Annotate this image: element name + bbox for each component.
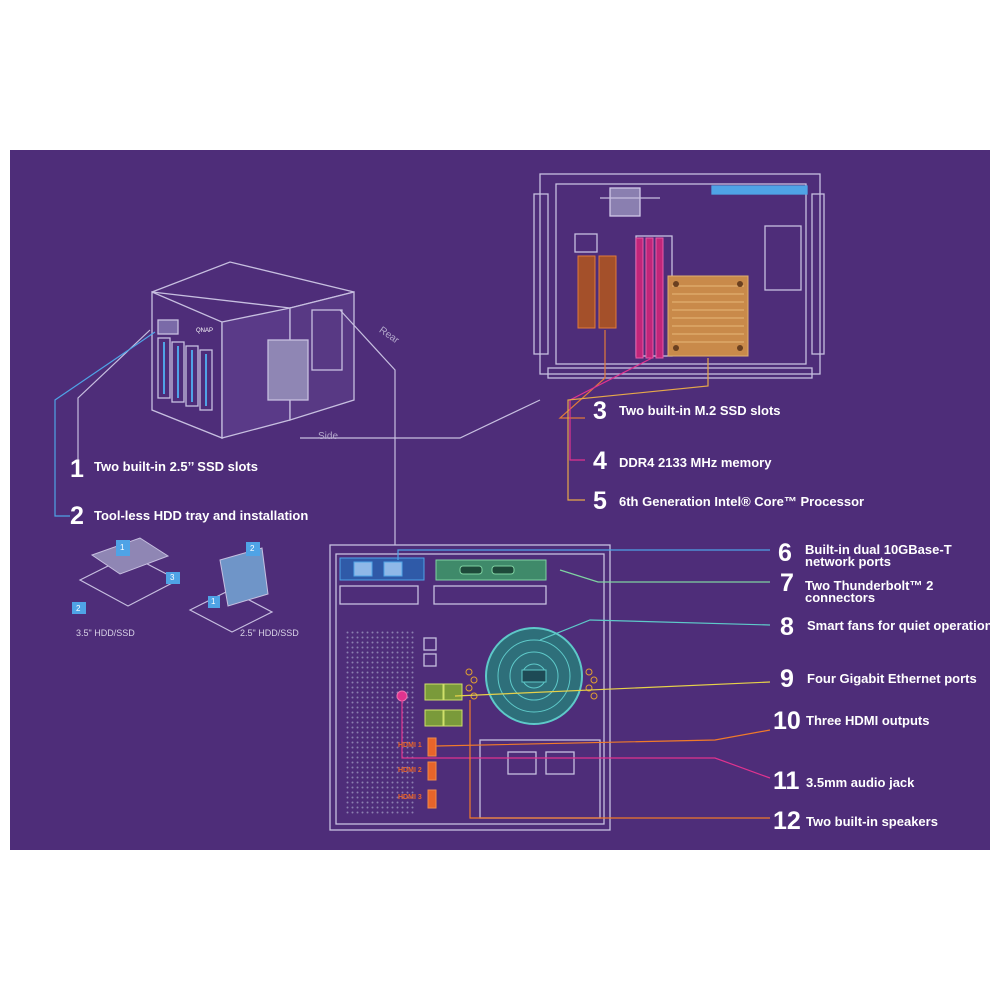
- brand-label: QNAP: [196, 328, 214, 334]
- memory-slots: [635, 237, 664, 359]
- callout-6-number: 6: [778, 539, 792, 567]
- speaker-grilles: [465, 668, 598, 700]
- callout-8-text: Smart fans for quiet operation: [807, 618, 993, 633]
- callout-10-text: Three HDMI outputs: [806, 713, 930, 728]
- leader-lines: [54, 309, 771, 819]
- leader-line-11: [401, 700, 771, 779]
- nas-side-view: [151, 261, 355, 439]
- leader-line-6: [397, 549, 770, 560]
- leader-line-10: [435, 729, 771, 747]
- hdmi-ports: [427, 737, 437, 809]
- callout-11-text: 3.5mm audio jack: [806, 775, 915, 790]
- callout-3-number: 3: [593, 397, 607, 425]
- tray-step-3: 3: [170, 573, 175, 582]
- callout-1-number: 1: [70, 455, 84, 483]
- callout-4-number: 4: [593, 447, 607, 475]
- hdd-tray-leds: [163, 342, 207, 406]
- cpu-heatsink: [667, 275, 749, 357]
- 10gbe-ports: [339, 557, 425, 581]
- leader-line-2: [54, 331, 156, 517]
- leader-line-8: [539, 619, 771, 641]
- leader-line-7: [559, 569, 770, 583]
- leader-line-1: [77, 329, 151, 470]
- hdmi-1-label: HDMI 1: [398, 742, 422, 749]
- tray-35-illustration: [72, 537, 180, 614]
- mainboard-top-view: [533, 173, 825, 379]
- smart-fan: [485, 627, 583, 725]
- callout-9-number: 9: [780, 665, 794, 693]
- perforated-vent: [344, 630, 416, 815]
- leader-line-rear: [339, 309, 396, 545]
- tray-35-label: 3.5" HDD/SSD: [76, 628, 135, 638]
- side-view-label: Side: [318, 431, 339, 442]
- callout-10-number: 10: [773, 707, 801, 735]
- callout-2-number: 2: [70, 502, 84, 530]
- callout-6-text: Built-in dual 10GBase-T: [805, 542, 952, 557]
- leader-line-9: [454, 681, 771, 697]
- hdmi-3-label: HDMI 3: [398, 794, 422, 801]
- callout-4-text: DDR4 2133 MHz memory: [619, 455, 772, 470]
- leader-line-side: [300, 399, 541, 439]
- leader-line-12: [469, 700, 770, 819]
- tray-step-1: 1: [120, 543, 125, 552]
- callout-7-number: 7: [780, 569, 794, 597]
- tray-step-25-1: 1: [211, 597, 216, 606]
- leader-line-4: [569, 357, 653, 461]
- callout-11-number: 11: [773, 767, 800, 795]
- callout-7-text: Two Thunderbolt™ 2: [805, 578, 934, 593]
- tray-25-illustration: [188, 542, 274, 633]
- leader-line-5: [567, 358, 709, 501]
- callout-5-text: 6th Generation Intel® Core™ Processor: [619, 494, 865, 509]
- tray-step-25-2: 2: [250, 544, 255, 553]
- hdmi-2-label: HDMI 2: [398, 767, 422, 774]
- diagram-background: [10, 150, 990, 850]
- callout-5-number: 5: [593, 487, 607, 515]
- callout-9-text: Four Gigabit Ethernet ports: [807, 671, 977, 686]
- callout-8-number: 8: [780, 613, 794, 641]
- tray-25-label: 2.5" HDD/SSD: [240, 628, 299, 638]
- thunderbolt-ports: [435, 559, 547, 581]
- audio-jack: [396, 690, 408, 702]
- callout-6-text-line2: network ports: [805, 554, 891, 569]
- callout-12-number: 12: [773, 807, 801, 835]
- callout-3-text: Two built-in M.2 SSD slots: [619, 403, 781, 418]
- callout-2-text: Tool-less HDD tray and installation: [94, 508, 309, 523]
- gigabit-ports: [424, 683, 463, 727]
- tray-step-2: 2: [76, 604, 81, 613]
- m2-ssd-slots: [577, 255, 617, 329]
- callout-1-text: Two built-in 2.5’’ SSD slots: [94, 459, 258, 474]
- callout-7-text-line2: connectors: [805, 590, 876, 605]
- callout-12-text: Two built-in speakers: [806, 814, 938, 829]
